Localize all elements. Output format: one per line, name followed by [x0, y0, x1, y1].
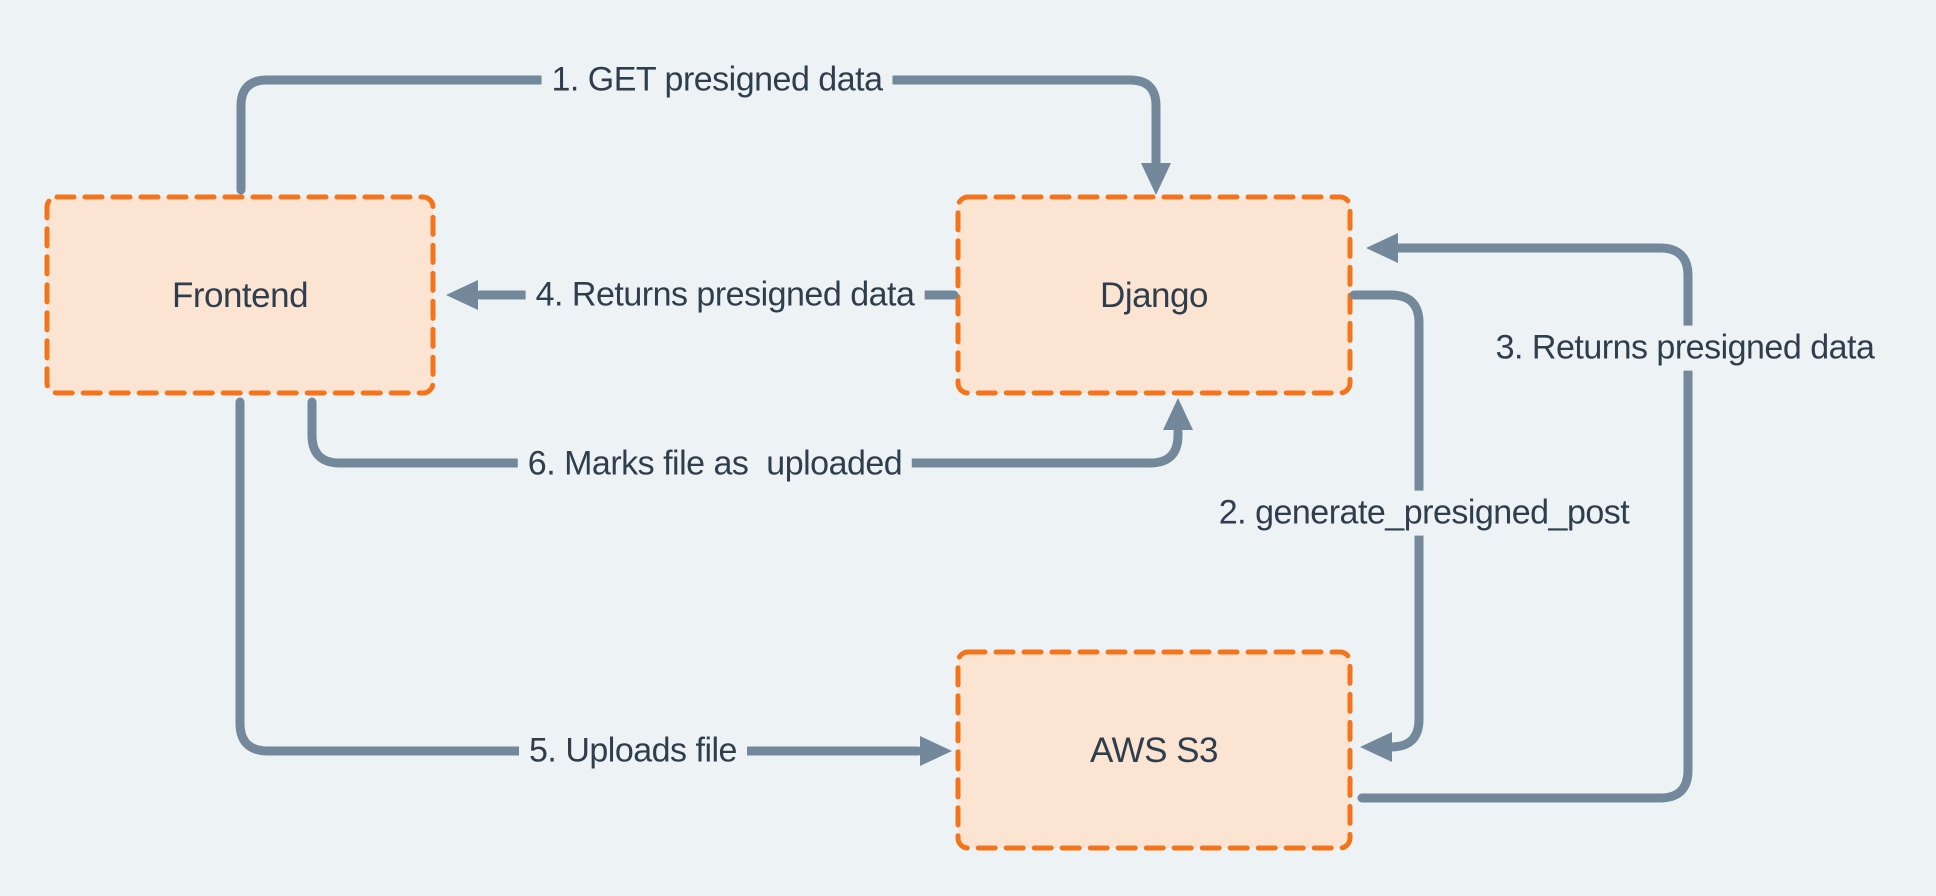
- edge-label-4-returns-presigned-data: 4. Returns presigned data: [525, 272, 925, 318]
- arrowhead-4-into-frontend: [446, 280, 478, 310]
- edge-label-2-generate-presigned-post: 2. generate_presigned_post: [1208, 490, 1640, 536]
- aws-s3-node-label: AWS S3: [1090, 731, 1218, 770]
- arrow-2-generate-presigned-post: [1349, 290, 1424, 752]
- arrow-3-returns-presigned-data: [1357, 243, 1693, 803]
- frontend-node-box: [44, 194, 436, 396]
- edge-label-6-marks-file-uploaded: 6. Marks file as uploaded: [517, 441, 913, 487]
- edge-label-3-returns-presigned-data: 3. Returns presigned data: [1485, 325, 1885, 371]
- aws-s3-node-box: [955, 649, 1353, 851]
- django-node-label: Django: [1100, 276, 1208, 315]
- arrowhead-2-into-aws-s3: [1360, 732, 1392, 762]
- arrowhead-1-into-django: [1141, 163, 1171, 195]
- edge-label-5-uploads-file: 5. Uploads file: [519, 728, 747, 774]
- arrowhead-5-into-aws-s3: [920, 736, 952, 766]
- frontend-node-label: Frontend: [171, 276, 309, 315]
- edge-label-1-get-presigned-data: 1. GET presigned data: [541, 57, 893, 103]
- arrowhead-3-into-django: [1366, 233, 1398, 263]
- arrowhead-6-into-django: [1163, 398, 1193, 430]
- arrow-5-uploads-file: [235, 397, 923, 756]
